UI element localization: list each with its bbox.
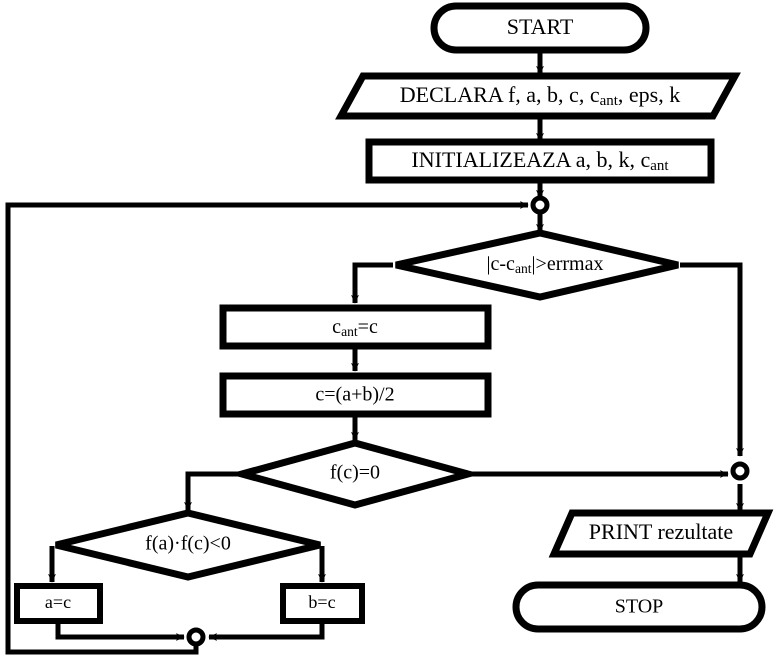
cant-assign-label-subscript: ant	[341, 324, 358, 339]
node-cant-assign[interactable]: cant=c	[219, 304, 492, 350]
declara-label-subscript: ant	[600, 93, 619, 109]
node-print[interactable]: PRINT rezultate	[548, 509, 774, 558]
declara-label-pre: DECLARA f, a, b, c, c	[400, 82, 600, 107]
cond-err-label-pre: |c-c	[487, 253, 516, 275]
a-assign-label: a=c	[45, 592, 71, 612]
initializeaza-shape	[365, 138, 715, 184]
b-assign-label: b=c	[308, 592, 335, 612]
connector-condition-true-to-cant	[351, 262, 393, 304]
cond-sign-label: f(a)·f(c)<0	[145, 533, 231, 555]
node-cond-fc-zero[interactable]: f(c)=0	[228, 439, 482, 509]
node-stop[interactable]: STOP	[512, 581, 766, 633]
exit-merge-junction-circle	[730, 461, 750, 481]
declara-label: DECLARA f, a, b, c, cant, eps, k	[400, 82, 680, 109]
initializeaza-label-pre: INITIALIZEAZA a, b, k, c	[411, 147, 650, 172]
connector-fc-false-to-sign-decision	[184, 471, 240, 511]
junction-loop-back-merge	[186, 627, 206, 647]
loop-entry-junction-circle	[530, 195, 550, 215]
connector-condition-false-to-exit-junction	[680, 262, 744, 457]
connector-layer	[5, 52, 744, 655]
initializeaza-label: INITIALIZEAZA a, b, k, cant	[411, 147, 669, 174]
declara-shape	[335, 72, 741, 120]
a-assign-shape	[14, 583, 103, 624]
node-initializeaza[interactable]: INITIALIZEAZA a, b, k, cant	[365, 138, 715, 184]
stop-shape	[512, 581, 766, 633]
junction-exit-merge	[730, 461, 750, 481]
midpoint-shape	[219, 372, 492, 418]
node-cond-err[interactable]: |c-cant|>errmax	[395, 229, 679, 301]
print-label: PRINT rezultate	[589, 519, 733, 544]
midpoint-label: c=(a+b)/2	[315, 384, 394, 406]
declara-label-post: , eps, k	[618, 82, 680, 107]
node-b-assign[interactable]: b=c	[280, 583, 365, 624]
connector-b-assign-to-merge	[208, 621, 325, 641]
cond-sign-shape	[55, 509, 321, 581]
cond-err-label-post: |>errmax	[532, 253, 604, 275]
cond-fc-zero-label: f(c)=0	[330, 462, 380, 484]
node-start[interactable]: START	[430, 2, 650, 54]
b-assign-shape	[280, 583, 365, 624]
initializeaza-label-subscript: ant	[650, 158, 669, 174]
cond-err-shape	[395, 229, 679, 301]
node-a-assign[interactable]: a=c	[14, 583, 103, 624]
cond-fc-zero-shape	[228, 439, 482, 509]
loop-back-merge-junction-circle	[186, 627, 206, 647]
stop-label: STOP	[615, 596, 664, 618]
junction-loop-entry	[530, 195, 550, 215]
cant-assign-label: cant=c	[332, 316, 378, 340]
cond-err-label-subscript: ant	[515, 261, 532, 276]
cond-err-label: |c-cant|>errmax	[487, 253, 604, 277]
start-label: START	[507, 14, 574, 39]
connector-a-assign-to-merge	[55, 621, 185, 641]
node-declara[interactable]: DECLARA f, a, b, c, cant, eps, k	[335, 72, 741, 120]
cant-assign-label-pre: c	[332, 316, 341, 338]
print-shape	[548, 509, 774, 558]
start-shape	[430, 2, 650, 54]
cant-assign-shape	[219, 304, 492, 350]
node-midpoint[interactable]: c=(a+b)/2	[219, 372, 492, 418]
node-cond-sign[interactable]: f(a)·f(c)<0	[55, 509, 321, 581]
cant-assign-label-post: =c	[358, 316, 378, 338]
connector-merge-to-loop-top	[5, 201, 529, 655]
